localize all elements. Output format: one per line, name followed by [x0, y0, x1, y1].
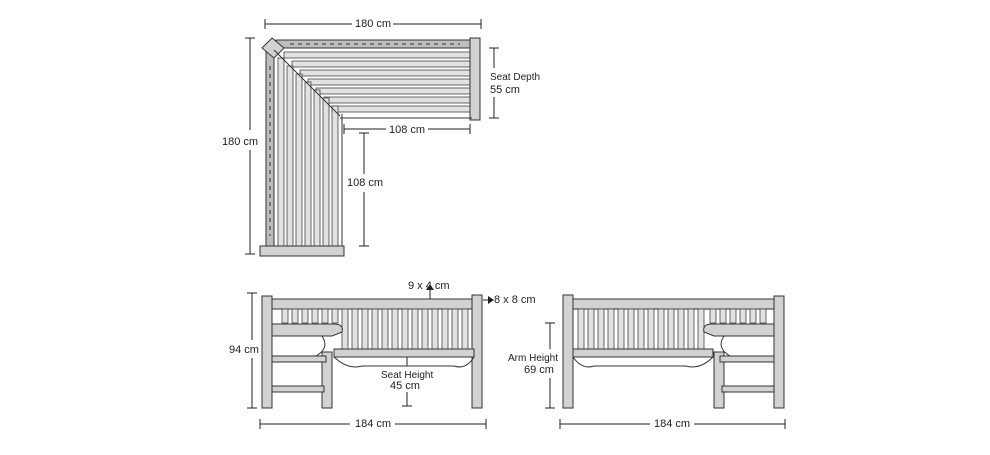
- seat-height-label: Seat Height: [381, 370, 434, 381]
- plan-height-dimension: [245, 37, 255, 255]
- top-rail-label: 9 x 4 cm: [408, 280, 450, 292]
- front-back-slats: [281, 308, 469, 350]
- plan-inner-height-label: 108 cm: [347, 177, 384, 189]
- front-bench-shape: [261, 294, 483, 409]
- side-bench-shape: [562, 294, 785, 409]
- plan-inner-height-dimension: [359, 132, 369, 247]
- side-back-slats: [577, 308, 767, 350]
- arm-height-dimension: [545, 322, 555, 409]
- front-height-label: 94 cm: [229, 344, 259, 356]
- seat-depth-value: 55 cm: [490, 84, 520, 96]
- arm-height-value: 69 cm: [524, 364, 554, 376]
- seat-height-value: 45 cm: [390, 380, 420, 392]
- front-view: [247, 284, 494, 429]
- plan-view: [245, 19, 499, 257]
- top-rail-callout: [426, 284, 434, 299]
- post-callout: [483, 296, 494, 304]
- arm-height-label: Arm Height: [508, 353, 559, 364]
- seat-depth-label: Seat Depth: [490, 72, 541, 83]
- plan-inner-width-label: 108 cm: [389, 124, 426, 136]
- plan-inner-width-dimension: [343, 124, 471, 134]
- front-length-label: 184 cm: [355, 418, 392, 430]
- seat-depth-dimension: [489, 47, 499, 119]
- side-length-dimension: [559, 419, 786, 429]
- plan-height-label: 180 cm: [222, 136, 259, 148]
- side-length-label: 184 cm: [654, 418, 691, 430]
- side-view: [545, 294, 786, 429]
- plan-bench-shape: [259, 37, 481, 257]
- front-length-dimension: [259, 419, 487, 429]
- plan-width-dimension: [264, 19, 482, 29]
- plan-width-label: 180 cm: [355, 18, 392, 30]
- post-size-label: 8 x 8 cm: [494, 294, 536, 306]
- front-height-dimension: [247, 292, 257, 409]
